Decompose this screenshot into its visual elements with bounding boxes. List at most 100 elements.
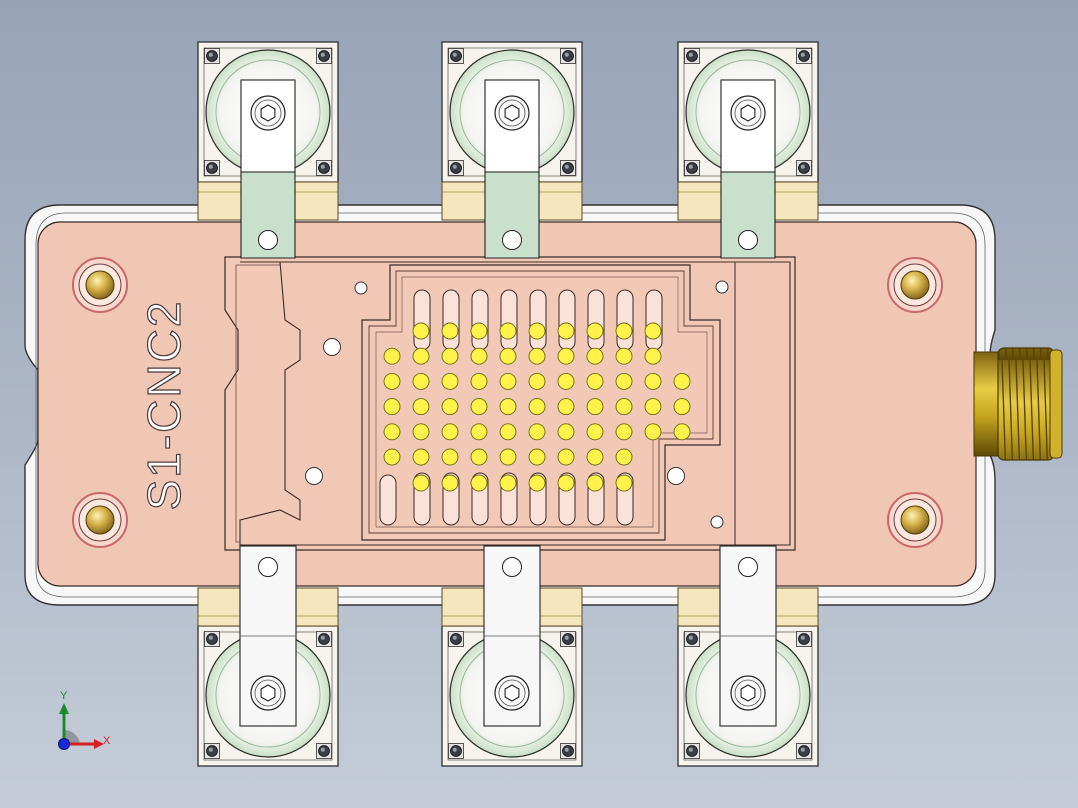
pin bbox=[586, 423, 604, 441]
pin bbox=[441, 448, 459, 466]
hole bbox=[667, 467, 685, 485]
pin bbox=[499, 448, 517, 466]
pin bbox=[499, 347, 517, 365]
pin bbox=[412, 322, 430, 340]
pin bbox=[528, 322, 546, 340]
clamp-bottom-right[interactable] bbox=[677, 545, 819, 767]
pin bbox=[615, 474, 633, 492]
slot-top bbox=[471, 289, 489, 351]
hole bbox=[715, 280, 729, 294]
pin bbox=[557, 474, 575, 492]
slot-top bbox=[616, 289, 634, 351]
pin bbox=[586, 398, 604, 416]
pin bbox=[470, 372, 488, 390]
pin bbox=[441, 474, 459, 492]
slot-top bbox=[442, 289, 460, 351]
clamp-bottom-center[interactable] bbox=[441, 545, 583, 767]
hole bbox=[305, 467, 323, 485]
pin bbox=[644, 423, 662, 441]
pin-grid bbox=[383, 322, 691, 492]
slot-top bbox=[587, 289, 605, 351]
pin bbox=[441, 372, 459, 390]
pin bbox=[441, 423, 459, 441]
slot-top bbox=[558, 289, 576, 351]
slot-bottom bbox=[379, 474, 397, 526]
pin bbox=[673, 423, 691, 441]
pin bbox=[412, 448, 430, 466]
axis-triad: Y X bbox=[58, 690, 111, 750]
locator-top-right bbox=[887, 257, 943, 313]
hole bbox=[710, 515, 724, 529]
y-axis-label: Y bbox=[60, 690, 68, 702]
pin bbox=[528, 398, 546, 416]
pin bbox=[441, 347, 459, 365]
pin bbox=[557, 423, 575, 441]
pin bbox=[441, 398, 459, 416]
pin bbox=[586, 474, 604, 492]
pin bbox=[412, 347, 430, 365]
pin bbox=[383, 423, 401, 441]
locator-bottom-right bbox=[887, 492, 943, 548]
pin bbox=[499, 398, 517, 416]
pin bbox=[470, 474, 488, 492]
pin bbox=[383, 372, 401, 390]
pin bbox=[644, 322, 662, 340]
pin bbox=[528, 448, 546, 466]
pin bbox=[644, 372, 662, 390]
slot-top bbox=[529, 289, 547, 351]
pin bbox=[557, 322, 575, 340]
slot-top bbox=[500, 289, 518, 351]
hole bbox=[323, 338, 341, 356]
clamp-group bbox=[197, 41, 819, 767]
slot-top bbox=[645, 289, 663, 351]
pin bbox=[615, 347, 633, 365]
pin bbox=[586, 448, 604, 466]
pin bbox=[615, 423, 633, 441]
locator-top-left bbox=[72, 257, 128, 313]
pin bbox=[412, 372, 430, 390]
pin bbox=[644, 398, 662, 416]
pin bbox=[557, 372, 575, 390]
pin bbox=[528, 474, 546, 492]
slot-top bbox=[413, 289, 431, 351]
pin bbox=[470, 423, 488, 441]
pin bbox=[586, 347, 604, 365]
threaded-connector[interactable] bbox=[973, 347, 1063, 461]
pin bbox=[528, 347, 546, 365]
hole bbox=[354, 281, 368, 295]
pin bbox=[441, 322, 459, 340]
pin bbox=[644, 347, 662, 365]
pin bbox=[412, 398, 430, 416]
clamp-bottom-left[interactable] bbox=[197, 545, 339, 767]
pin bbox=[615, 322, 633, 340]
pin bbox=[586, 372, 604, 390]
pin bbox=[499, 423, 517, 441]
locator-group bbox=[72, 257, 943, 548]
pin bbox=[412, 423, 430, 441]
pin bbox=[673, 372, 691, 390]
pin bbox=[499, 372, 517, 390]
pin bbox=[615, 398, 633, 416]
pin bbox=[673, 398, 691, 416]
pin bbox=[470, 448, 488, 466]
clamp-top-center[interactable] bbox=[441, 41, 583, 259]
pin bbox=[528, 423, 546, 441]
x-axis-label: X bbox=[103, 735, 111, 747]
pin bbox=[615, 448, 633, 466]
pin bbox=[383, 448, 401, 466]
pin bbox=[412, 474, 430, 492]
pin bbox=[470, 347, 488, 365]
pin bbox=[499, 322, 517, 340]
pin bbox=[499, 474, 517, 492]
pin bbox=[470, 322, 488, 340]
clamp-top-right[interactable] bbox=[677, 41, 819, 259]
pin bbox=[615, 372, 633, 390]
clamp-top-left[interactable] bbox=[197, 41, 339, 259]
locator-bottom-left bbox=[72, 492, 128, 548]
pin bbox=[470, 398, 488, 416]
pin bbox=[557, 448, 575, 466]
part-label: S1-CNC2 bbox=[138, 300, 190, 511]
pin bbox=[383, 398, 401, 416]
